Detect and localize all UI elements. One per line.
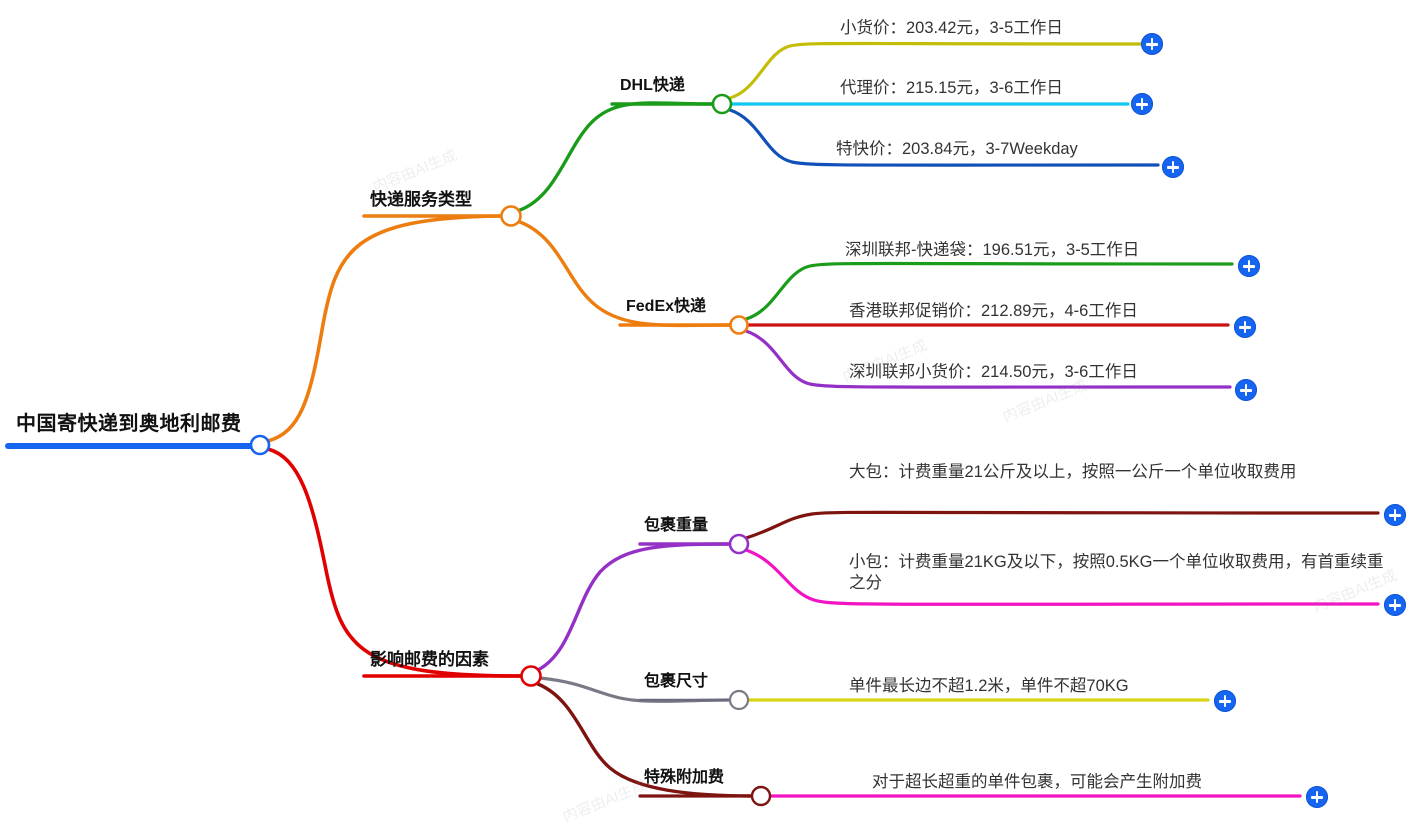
connector-factors-to-weight — [536, 542, 734, 672]
branch-label-package-size[interactable]: 包裹尺寸 — [644, 673, 709, 690]
expand-button-dhl-leaf-3[interactable] — [1162, 156, 1184, 178]
branch-label-postage-factors[interactable]: 影响邮费的因素 — [370, 650, 489, 669]
connector-weight-leaf-1 — [744, 510, 1380, 540]
connector-fedex-leaf-3 — [744, 329, 1232, 389]
node-root — [249, 434, 271, 456]
branch-label-special-surcharge[interactable]: 特殊附加费 — [644, 769, 725, 786]
node-surcharge — [750, 785, 772, 807]
leaf-label-surcharge-rule[interactable]: 对于超长超重的单件包裹，可能会产生附加费 — [872, 773, 1202, 791]
expand-button-fedex-leaf-2[interactable] — [1234, 316, 1256, 338]
connector-root-to-factors — [266, 447, 522, 678]
connector-factors-to-surcharge — [536, 682, 756, 798]
branch-label-express-service-type[interactable]: 快递服务类型 — [370, 190, 472, 209]
leaf-label-fedex-shenzhen-small-cargo[interactable]: 深圳联邦小货价：214.50元，3-6工作日 — [849, 363, 1138, 381]
connector-root-to-express-types — [266, 214, 502, 443]
leaf-label-fedex-shenzhen-pak[interactable]: 深圳联邦-快递袋：196.51元，3-5工作日 — [845, 241, 1140, 259]
node-dhl — [711, 93, 733, 115]
node-weight — [728, 533, 750, 555]
leaf-label-dhl-small-cargo-price[interactable]: 小货价：203.42元，3-5工作日 — [840, 19, 1063, 37]
leaf-label-package-size-limit[interactable]: 单件最长边不超1.2米，单件不超70KG — [849, 677, 1129, 695]
leaf-label-dhl-agent-price[interactable]: 代理价：215.15元，3-6工作日 — [840, 79, 1063, 97]
root-node-label[interactable]: 中国寄快递到奥地利邮费 — [16, 413, 242, 435]
connector-dhl-leaf-1 — [728, 41, 1154, 100]
connector-fedex-leaf-1 — [744, 261, 1234, 321]
leaf-label-small-package-rule[interactable]: 小包：计费重量21KG及以下，按照0.5KG一个单位收取费用，有首重续重之分 — [849, 553, 1384, 593]
leaf-label-large-package-rule[interactable]: 大包：计费重量21公斤及以上，按照一公斤一个单位收取费用 — [849, 463, 1297, 481]
branch-label-fedex[interactable]: FedEx快递 — [626, 298, 707, 315]
connector-express-to-dhl — [518, 101, 716, 212]
expand-button-weight-leaf-2[interactable] — [1384, 594, 1406, 616]
branch-label-package-weight[interactable]: 包裹重量 — [644, 517, 709, 534]
connector-weight-leaf-2 — [744, 548, 1380, 606]
node-factors — [520, 665, 542, 687]
branch-label-dhl[interactable]: DHL快递 — [620, 77, 685, 94]
expand-button-size-leaf-1[interactable] — [1214, 690, 1236, 712]
node-size — [728, 689, 750, 711]
expand-button-fedex-leaf-3[interactable] — [1235, 379, 1257, 401]
leaf-label-fedex-hongkong-promo[interactable]: 香港联邦促销价：212.89元，4-6工作日 — [849, 302, 1138, 320]
expand-button-dhl-leaf-1[interactable] — [1141, 33, 1163, 55]
expand-button-fedex-leaf-1[interactable] — [1238, 255, 1260, 277]
expand-button-surcharge-leaf-1[interactable] — [1306, 786, 1328, 808]
leaf-label-dhl-express-price[interactable]: 特快价：203.84元，3-7Weekday — [836, 140, 1078, 158]
node-express-types — [500, 205, 522, 227]
node-fedex — [729, 315, 749, 335]
connector-dhl-leaf-3 — [728, 108, 1160, 167]
expand-button-weight-leaf-1[interactable] — [1384, 504, 1406, 526]
expand-button-dhl-leaf-2[interactable] — [1131, 93, 1153, 115]
